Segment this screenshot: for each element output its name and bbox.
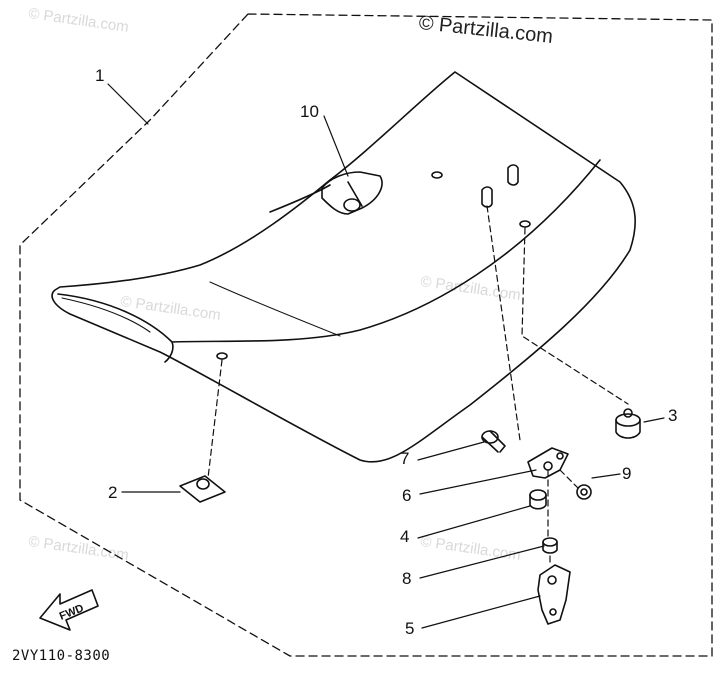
hinge-part-5: [537, 564, 571, 625]
callout-3: 3: [668, 406, 678, 425]
spacer-part-8: [542, 537, 558, 554]
callout-1: 1: [95, 66, 105, 85]
forward-arrow-icon: FWD: [39, 589, 99, 631]
callout-7: 7: [400, 449, 410, 468]
damper-part-3: [615, 408, 641, 439]
callout-5: 5: [405, 619, 415, 638]
callout-4: 4: [400, 527, 410, 546]
collar-part-4: [529, 489, 547, 510]
nut-part-9: [576, 484, 592, 500]
seat-part-1: [51, 71, 636, 463]
callout-8: 8: [402, 569, 412, 588]
callout-6: 6: [402, 486, 412, 505]
callout-10: 10: [300, 102, 319, 121]
seat-strap-part-10: [321, 171, 383, 215]
callout-9: 9: [622, 464, 632, 483]
seat-bracket-part-2: [179, 475, 226, 503]
diagram-code: 2VY110-8300: [12, 648, 111, 664]
assembly-boundary: [19, 13, 713, 657]
callout-2: 2: [108, 483, 118, 502]
bolt-part-7: [481, 430, 506, 453]
